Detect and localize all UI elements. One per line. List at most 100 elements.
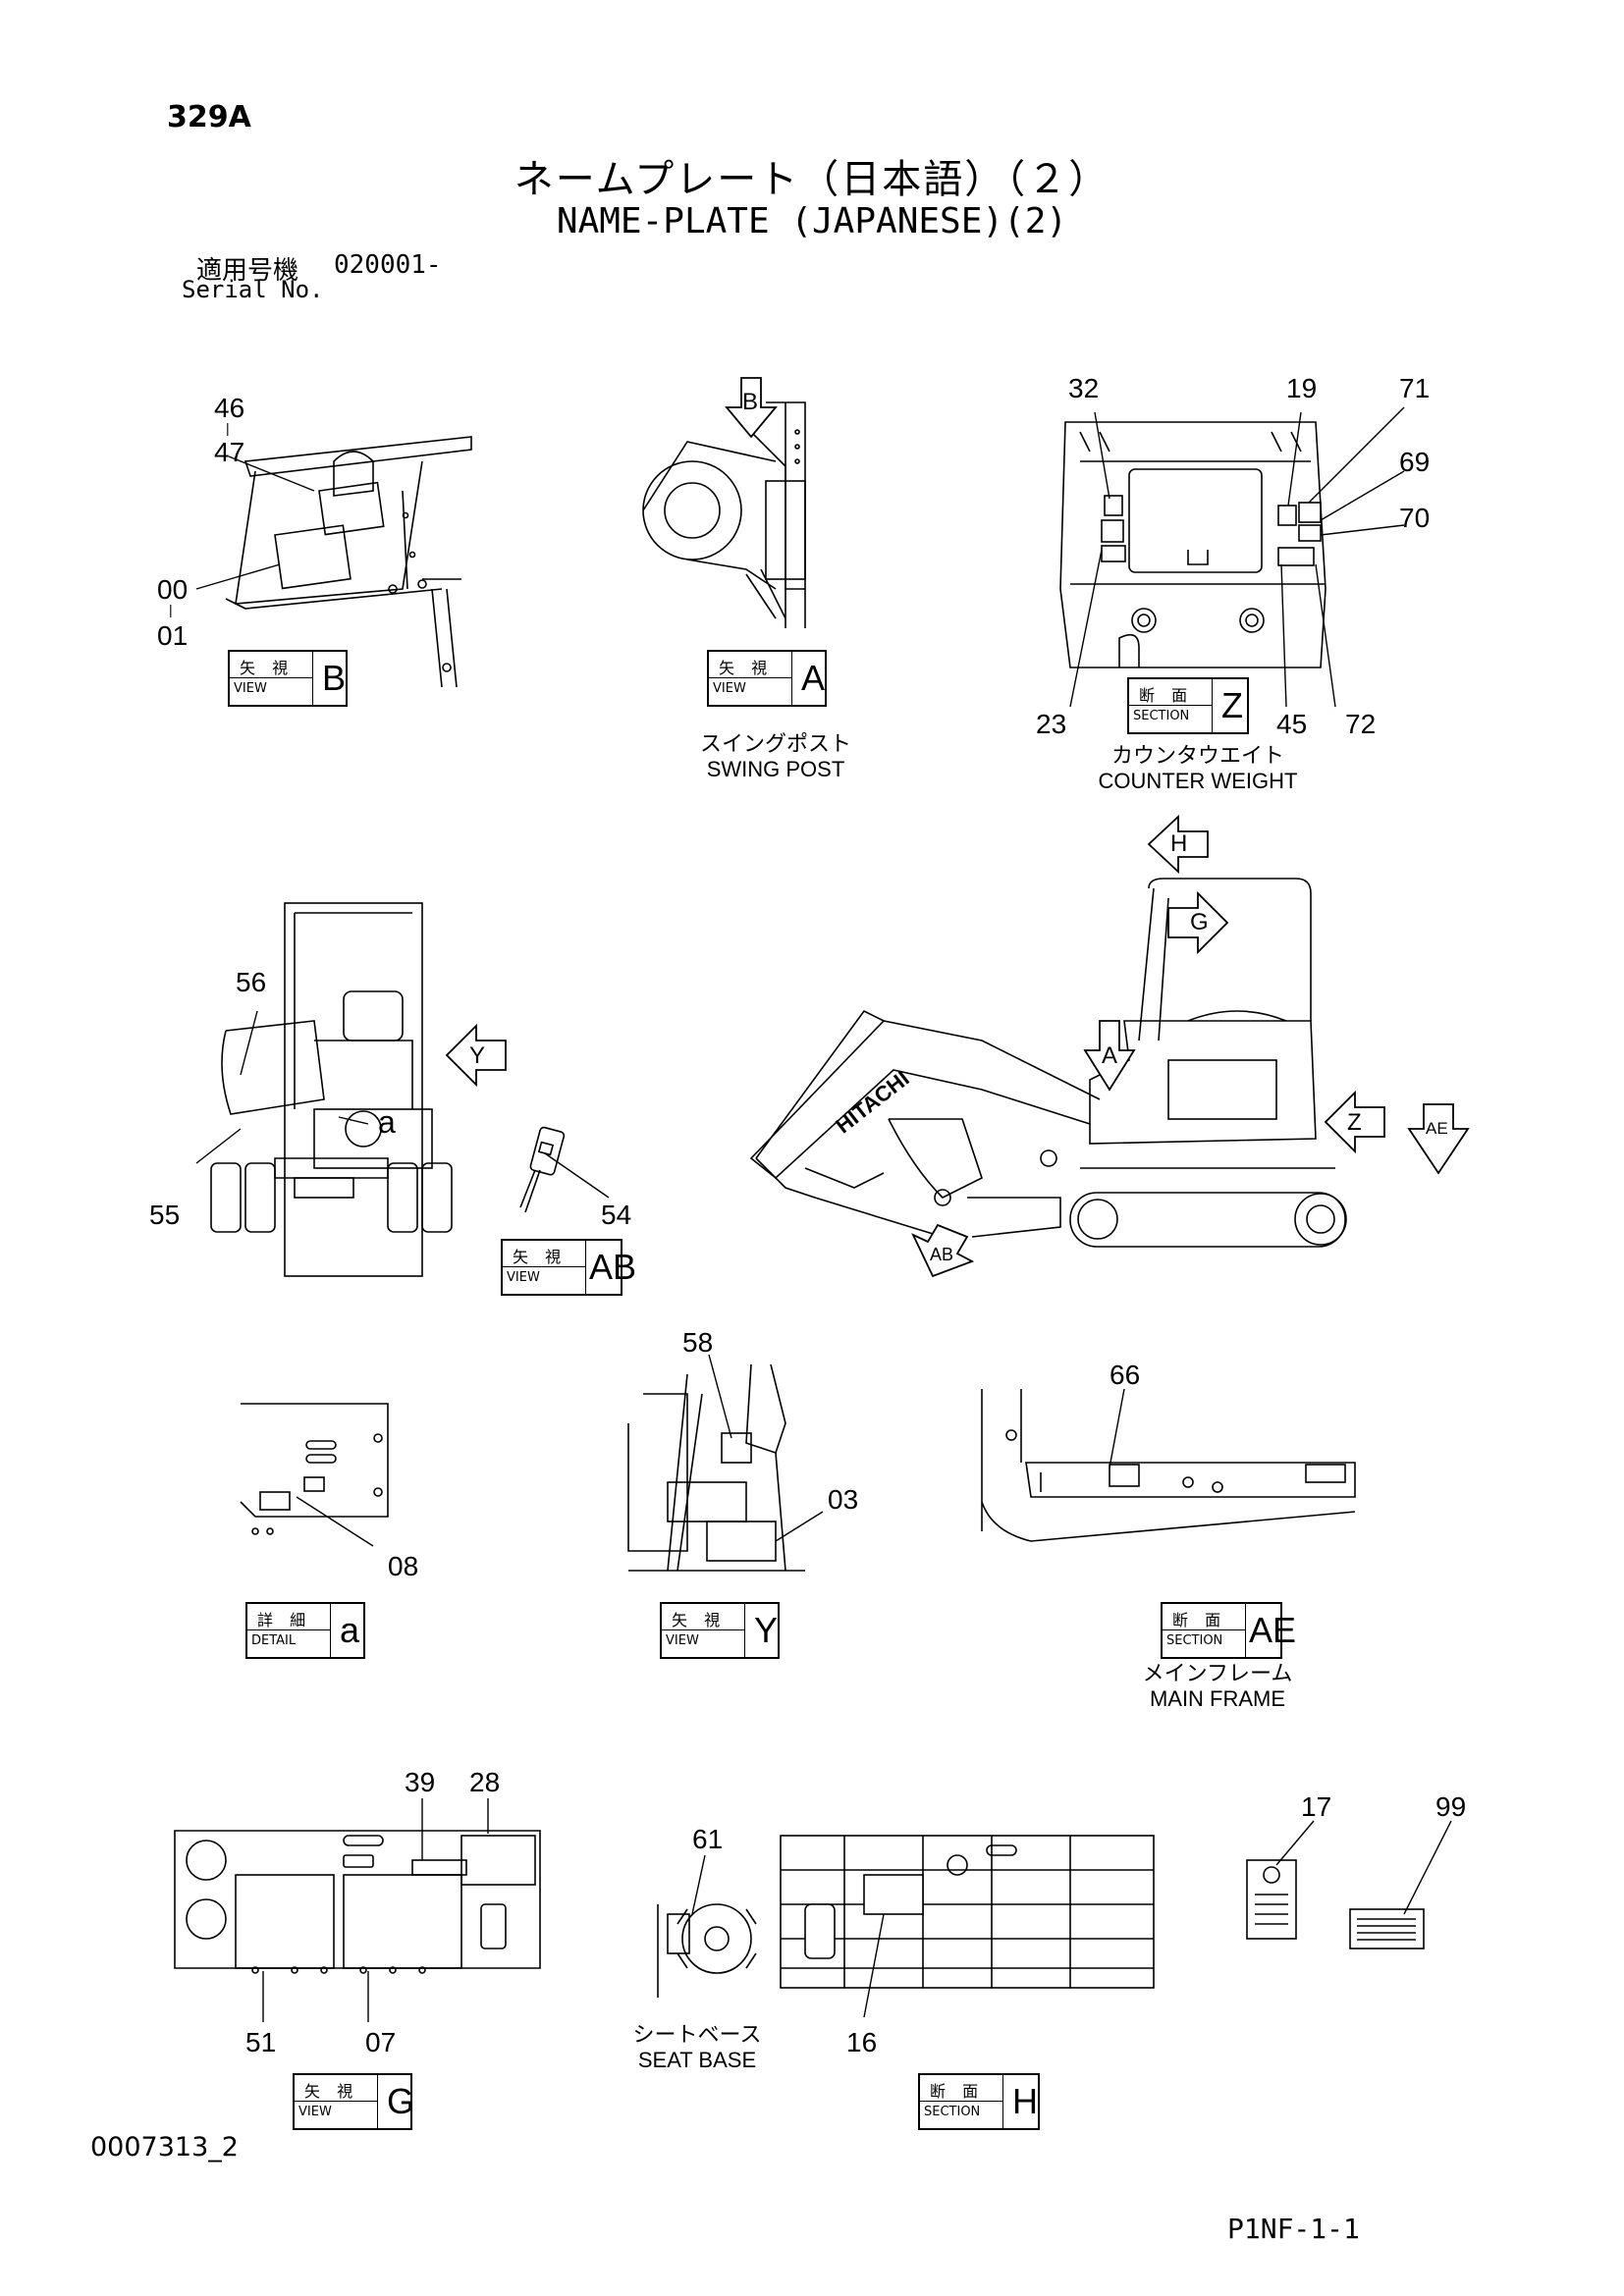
page-title-japanese: ネームプレート（日本語）（２） xyxy=(514,157,1110,202)
part-range-dash-46: | xyxy=(226,420,230,436)
tag-vdivider xyxy=(791,652,792,705)
document-id: 0007313_2 xyxy=(90,2132,239,2163)
tag-vdivider xyxy=(585,1241,586,1294)
section-z-drawing xyxy=(1059,421,1326,668)
part-number-46: 46 xyxy=(214,393,245,423)
tag-jp: 断 面 xyxy=(930,2082,985,2101)
arrow-label-ae: AE xyxy=(1426,1119,1448,1138)
part-number-70: 70 xyxy=(1399,503,1431,533)
arrow-label-ab: AB xyxy=(930,1245,954,1264)
excavator-drawing xyxy=(749,878,1347,1248)
tag-jp: 断 面 xyxy=(1139,686,1194,705)
tag-jp: 詳 細 xyxy=(257,1611,312,1629)
tag-divider xyxy=(295,2101,377,2102)
part-number-39: 39 xyxy=(405,1767,436,1797)
tag-divider xyxy=(1129,705,1212,706)
part-number-61: 61 xyxy=(692,1824,724,1854)
tag-en: VIEW xyxy=(234,681,267,696)
view-y-drawing xyxy=(627,1363,805,1572)
view-b-drawing xyxy=(225,436,472,688)
plates-drawing xyxy=(1246,1859,1425,1949)
caption-seat-base: シートベース SEAT BASE xyxy=(609,2022,785,2073)
tag-letter: G xyxy=(387,2081,415,2121)
part-number-54: 54 xyxy=(601,1200,632,1230)
key-drawing xyxy=(519,1126,566,1213)
tag-en: SECTION xyxy=(1166,1633,1223,1648)
caption-counter-weight: カウンタウエイト COUNTER WEIGHT xyxy=(1060,743,1335,794)
caption-swing-post-en: SWING POST xyxy=(706,757,845,781)
tag-letter: Y xyxy=(754,1610,779,1650)
part-number-32: 32 xyxy=(1068,373,1100,403)
tag-en: SECTION xyxy=(1133,709,1190,723)
page-number: 329A xyxy=(167,100,251,134)
view-a-drawing xyxy=(642,401,806,628)
part-number-72: 72 xyxy=(1345,709,1377,739)
tag-letter: AE xyxy=(1249,1610,1297,1650)
tag-en: DETAIL xyxy=(251,1633,297,1648)
tag-en: SECTION xyxy=(924,2105,981,2119)
serial-label-english: Serial No. xyxy=(182,276,324,303)
part-number-08: 08 xyxy=(388,1551,419,1581)
view-g-drawing xyxy=(174,1830,541,1974)
tag-divider xyxy=(230,677,312,678)
tag-en: VIEW xyxy=(666,1633,699,1648)
tag-letter: a xyxy=(340,1610,360,1650)
part-number-23: 23 xyxy=(1036,709,1067,739)
arrow-label-y: Y xyxy=(469,1042,486,1069)
part-number-17: 17 xyxy=(1301,1791,1332,1822)
part-range-dash-00: | xyxy=(169,602,173,617)
section-tag-ae: 断 面 SECTION AE xyxy=(1161,1602,1296,1659)
caption-seat-base-jp: シートベース xyxy=(632,2022,762,2047)
tag-vdivider xyxy=(1245,1604,1246,1657)
tag-divider xyxy=(503,1266,585,1267)
tag-vdivider xyxy=(1002,2075,1003,2128)
drawing-number: P1NF-1-1 xyxy=(1227,2213,1360,2245)
tag-letter: AB xyxy=(589,1247,637,1287)
caption-main-frame: メインフレーム MAIN FRAME xyxy=(1100,1661,1335,1712)
tag-vdivider xyxy=(377,2075,378,2128)
arrow-label-a: A xyxy=(1102,1042,1118,1069)
tag-jp: 矢 視 xyxy=(513,1248,568,1266)
section-h-drawing xyxy=(780,1835,1155,1989)
section-ae-drawing xyxy=(981,1389,1356,1542)
arrow-label-z: Z xyxy=(1347,1109,1362,1136)
caption-swing-post-jp: スイングポスト xyxy=(699,731,851,756)
tag-en: VIEW xyxy=(713,681,746,696)
part-number-51: 51 xyxy=(245,2027,277,2057)
tag-vdivider xyxy=(312,652,313,705)
tag-letter: A xyxy=(801,658,826,698)
tag-jp: 矢 視 xyxy=(240,659,295,677)
arrow-label-g: G xyxy=(1190,909,1209,935)
caption-counter-weight-jp: カウンタウエイト xyxy=(1110,743,1284,768)
part-number-01: 01 xyxy=(157,620,189,651)
tag-letter: Z xyxy=(1221,685,1243,725)
tag-vdivider xyxy=(1212,679,1213,732)
part-number-00: 00 xyxy=(157,574,189,605)
arrow-label-b: B xyxy=(742,389,759,415)
tag-jp: 矢 視 xyxy=(672,1611,727,1629)
tag-divider xyxy=(247,1629,330,1630)
tag-jp: 断 面 xyxy=(1172,1611,1227,1629)
caption-swing-post: スイングポスト SWING POST xyxy=(658,731,893,782)
part-number-45: 45 xyxy=(1276,709,1308,739)
detail-tag-a: 詳 細 DETAIL a xyxy=(245,1602,365,1659)
arrow-label-h: H xyxy=(1170,830,1188,857)
part-number-07: 07 xyxy=(365,2027,397,2057)
part-number-99: 99 xyxy=(1435,1791,1467,1822)
leader-lines xyxy=(195,406,1452,2022)
part-number-47: 47 xyxy=(214,437,245,467)
tag-en: VIEW xyxy=(507,1270,540,1285)
serial-label-japanese: 適用号機 xyxy=(196,256,299,286)
tag-divider xyxy=(709,677,791,678)
view-tag-y: 矢 視 VIEW Y xyxy=(660,1602,780,1659)
caption-counter-weight-en: COUNTER WEIGHT xyxy=(1098,769,1298,793)
tag-jp: 矢 視 xyxy=(304,2082,359,2101)
view-tag-b: 矢 視 VIEW B xyxy=(228,650,348,707)
tag-divider xyxy=(920,2101,1002,2102)
part-number-16: 16 xyxy=(846,2027,878,2057)
view-tag-g: 矢 視 VIEW G xyxy=(293,2073,415,2130)
part-number-28: 28 xyxy=(469,1767,501,1797)
part-number-69: 69 xyxy=(1399,447,1431,477)
tag-en: VIEW xyxy=(298,2105,332,2119)
section-tag-z: 断 面 SECTION Z xyxy=(1127,677,1249,734)
